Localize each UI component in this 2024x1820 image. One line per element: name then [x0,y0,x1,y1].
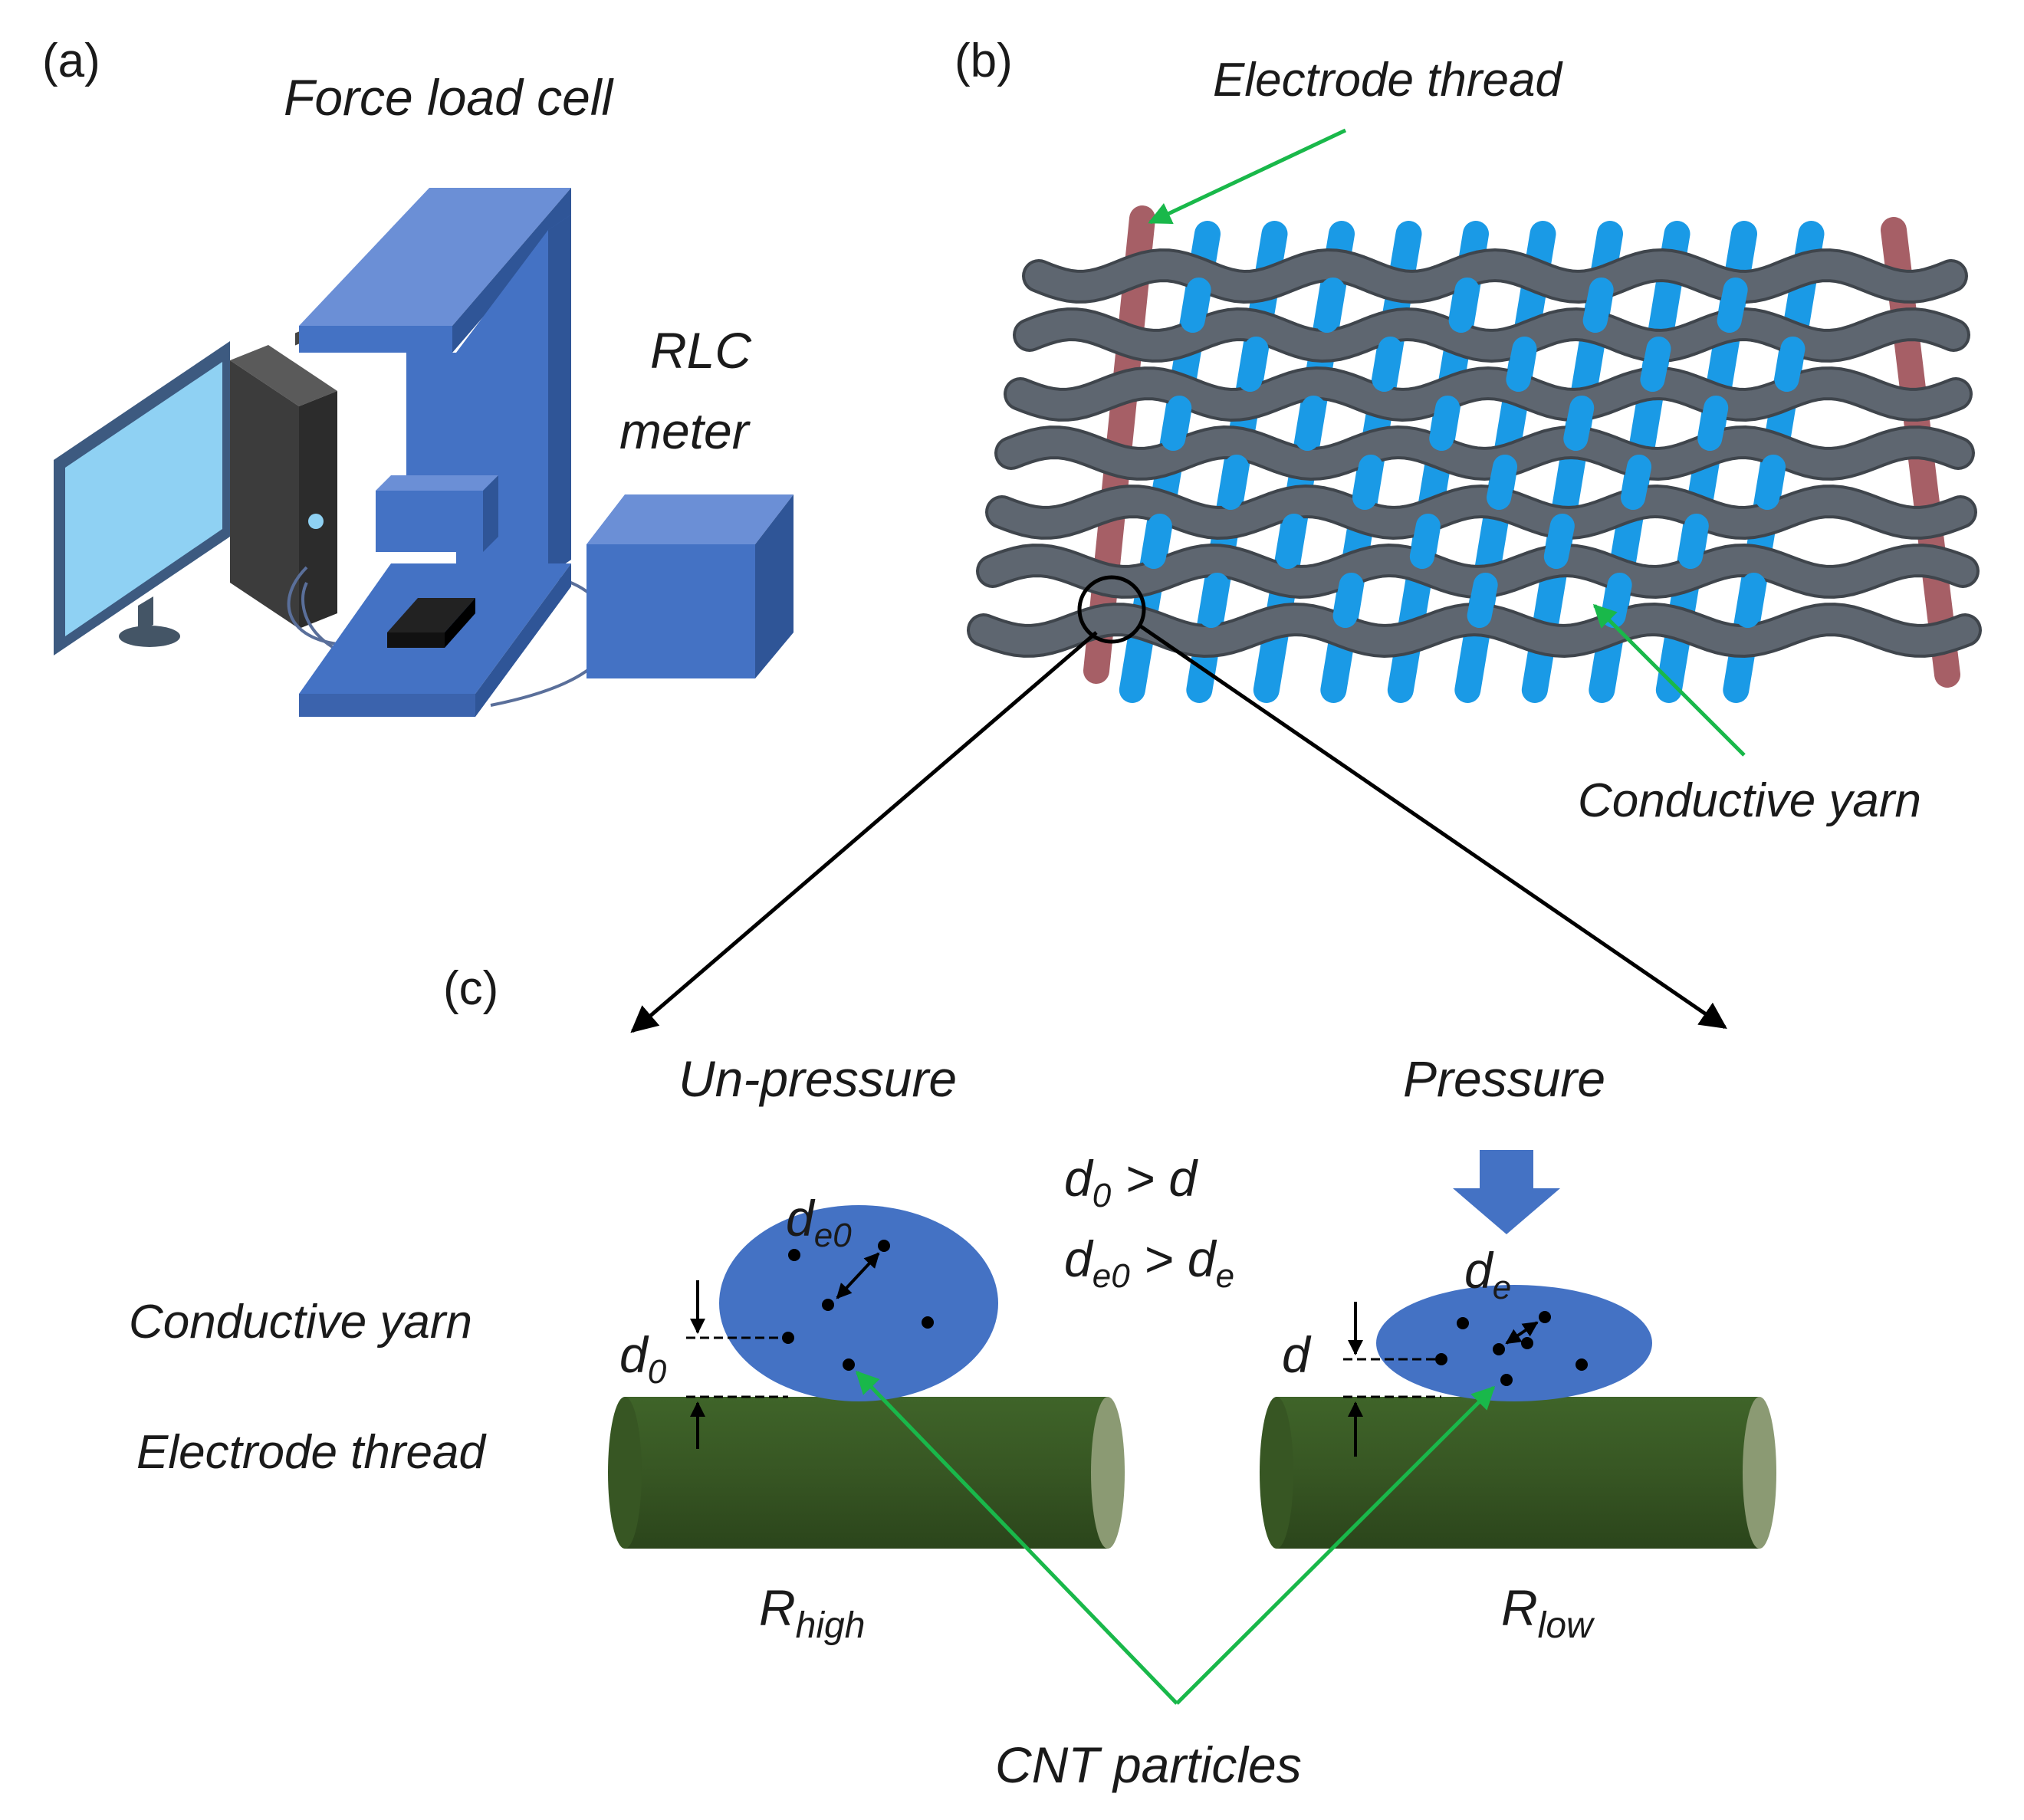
pressure-arrow-icon [1453,1150,1560,1234]
blue-yarn-stitch [1755,455,1786,510]
pressure-label: Pressure [1403,1050,1605,1107]
monitor-icon [54,341,230,655]
blue-yarn-stitch [1372,337,1403,392]
electrode-cylinder-left [608,1397,1125,1549]
de-main: d [1464,1242,1494,1299]
r-low-sub: low [1538,1605,1595,1646]
d0-main: d [619,1326,649,1383]
blue-yarn-stitch [1774,337,1806,392]
blue-yarn-stitch [1218,455,1250,510]
conductive-yarn-label-c: Conductive yarn [129,1296,472,1349]
blue-yarn-stitch [1409,514,1441,569]
de-sub: e [1493,1269,1511,1306]
de0-label: de0 [786,1190,852,1254]
blue-yarn-stitch [1735,573,1766,628]
blue-yarn-stitch [1543,514,1575,569]
panel-b: (b) Electrode thread Conductive yarn [630,34,1982,1033]
zoom-arrow-left [630,631,1098,1033]
rlc-label-line2: meter [619,402,751,459]
rel2-a: d [1064,1230,1094,1287]
blue-yarn-stitch [1141,514,1172,569]
relation-de0-de: de0 > de [1064,1230,1234,1295]
blue-yarn-stitch [1601,573,1632,628]
rel1-a-sub: 0 [1092,1177,1112,1214]
d-label: d [1282,1326,1312,1383]
blue-yarn-stitch [1506,337,1537,392]
cnt-dots-left [782,1240,934,1371]
de0-double-arrow [836,1252,880,1299]
panel-c-label: (c) [443,962,498,1015]
blue-yarn-stitch [1352,455,1384,510]
panel-a-label: (a) [42,34,100,87]
grey-weft-yarn [1025,251,1965,301]
blue-yarn-stitch [1487,455,1518,510]
electrode-thread-label-c: Electrode thread [136,1426,487,1479]
un-pressure-label: Un-pressure [678,1050,957,1107]
grey-weft-yarn [1007,369,1970,419]
pc-tower-icon [230,319,337,629]
blue-yarn-stitch [1582,278,1614,333]
blue-yarn-stitch [1198,573,1230,628]
cnt-particles-label: CNT particles [995,1736,1302,1793]
r-high-sub: high [796,1605,866,1646]
rel1-b: > d [1111,1150,1198,1207]
blue-yarn-stitch [1295,396,1326,451]
grey-weft-yarn [988,487,1974,537]
rlc-meter [586,494,794,678]
rlc-label-line1: RLC [650,322,752,379]
blue-yarn-stitch [1161,396,1192,451]
r-low-main: R [1501,1579,1538,1636]
blue-yarn-stitch [1717,278,1748,333]
cnt-pointer-right [1175,1385,1496,1705]
rel2-b: > d [1130,1230,1217,1287]
rel1-a: d [1064,1150,1094,1207]
d0-sub: 0 [648,1353,667,1391]
blue-yarn-stitch [1180,278,1211,333]
yarn-ellipse-pressed [1376,1285,1652,1401]
conductive-yarn-pointer [1592,603,1746,757]
blue-yarn-stitch [1640,337,1671,392]
panel-c: (c) Un-pressure Pressure Conductive yarn… [129,962,1776,1793]
blue-yarn-stitch [1332,573,1364,628]
de-label: de [1464,1242,1511,1306]
woven-fabric [967,205,1982,703]
electrode-thread-label-b: Electrode thread [1213,54,1563,107]
panel-a: (a) Force load cell RLC meter [42,34,794,717]
r-high-main: R [759,1579,796,1636]
grey-weft-yarn [997,428,1972,478]
r-low-label: Rlow [1501,1579,1595,1646]
d0-label: d0 [619,1326,667,1391]
electrode-cylinder-right [1260,1397,1776,1549]
blue-yarn-stitch [1448,278,1480,333]
rel2-a-sub: e0 [1092,1257,1130,1295]
conductive-yarn-label-b: Conductive yarn [1578,774,1921,827]
blue-yarn-stitch [1621,455,1652,510]
blue-yarn-stitch [1429,396,1460,451]
blue-yarn-stitch [1677,514,1709,569]
blue-yarn-stitch [1563,396,1595,451]
blue-yarn-stitch [1275,514,1306,569]
de0-main: d [786,1190,816,1247]
de-double-arrow [1505,1321,1539,1345]
cnt-pointer-left [855,1370,1178,1705]
blue-yarn-stitch [1697,396,1729,451]
blue-yarn-stitch [1314,278,1346,333]
r-high-label: Rhigh [759,1579,865,1646]
rel2-b-sub: e [1216,1257,1234,1295]
panel-b-label: (b) [955,34,1013,87]
force-load-cell [299,188,571,717]
force-load-cell-label: Force load cell [284,69,615,126]
blue-yarn-stitch [1237,337,1269,392]
electrode-pointer [1148,128,1347,225]
zoom-arrow-right [1137,623,1727,1030]
de0-sub: e0 [814,1217,852,1254]
blue-yarn-stitch [1467,573,1498,628]
relation-d0-d: d0 > d [1064,1150,1198,1214]
zoom-circle [1077,575,1146,644]
